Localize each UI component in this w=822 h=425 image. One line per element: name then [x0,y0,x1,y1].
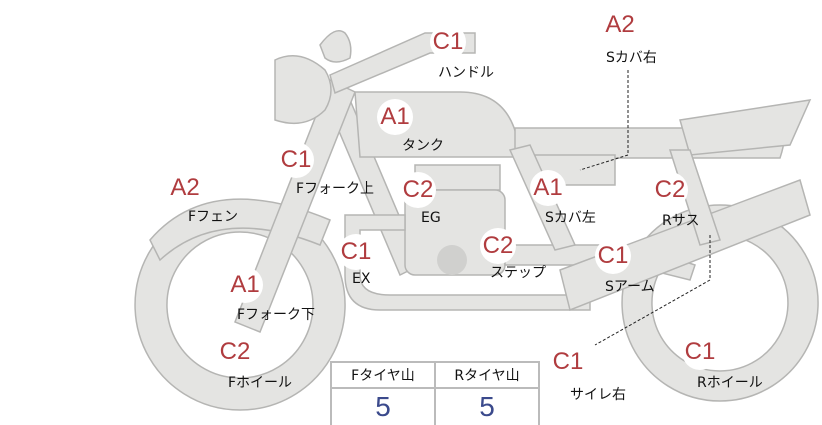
grade-badge-f-fork-upper: C1 [278,142,314,178]
label-swing-arm: Sアーム [605,279,655,295]
grade-badge-r-suspension: C2 [652,172,688,208]
grade-badge-s-cover-right: A2 [602,7,638,43]
meter [319,30,352,63]
label-s-cover-right: Sカバ右 [606,50,657,66]
grade-badge-engine: C2 [400,172,436,208]
grade-badge-tank: A1 [377,99,413,135]
grade-badge-exhaust: C1 [338,234,374,270]
grade-badge-f-wheel: C2 [217,334,253,370]
front-wheel [134,199,346,411]
label-f-fender: Fフェン [188,209,239,225]
grade-badge-handle: C1 [430,24,466,60]
front-tire-value: 5 [330,387,436,425]
label-r-suspension: Rサス [662,213,700,229]
grade-badge-step: C2 [480,228,516,264]
grade-badge-swing-arm: C1 [595,238,631,274]
grade-badge-r-wheel: C1 [682,334,718,370]
label-step: ステップ [490,265,546,281]
exhaust-pipe [344,214,591,311]
label-tank: タンク [402,138,444,154]
grade-badge-f-fender: A2 [167,170,203,206]
silencer-right-leader [594,235,711,346]
label-s-cover-left: Sカバ左 [545,210,596,226]
label-exhaust: EX [352,271,371,287]
front-tire-header: Fタイヤ山 [330,361,436,389]
s-cover-right-leader [579,70,629,171]
rear-tire-header: Rタイヤ山 [434,361,540,389]
headlight [274,55,332,125]
rear-shock [668,149,721,246]
label-f-fork-lower: Fフォーク下 [237,307,316,323]
grade-badge-f-fork-lower: A1 [227,267,263,303]
rear-tire-value: 5 [434,387,540,425]
label-handle: ハンドル [438,65,494,81]
grade-badge-s-cover-left: A1 [530,170,566,206]
label-engine: EG [421,210,441,226]
silencer [559,179,811,312]
grade-badge-silencer-right: C1 [550,344,586,380]
label-f-wheel: Fホイール [228,375,293,391]
label-f-fork-upper: Fフォーク上 [296,181,375,197]
label-silencer-right: サイレ右 [570,387,626,403]
engine-cover [437,245,467,275]
rear-fender [679,99,812,156]
label-r-wheel: Rホイール [697,375,763,391]
